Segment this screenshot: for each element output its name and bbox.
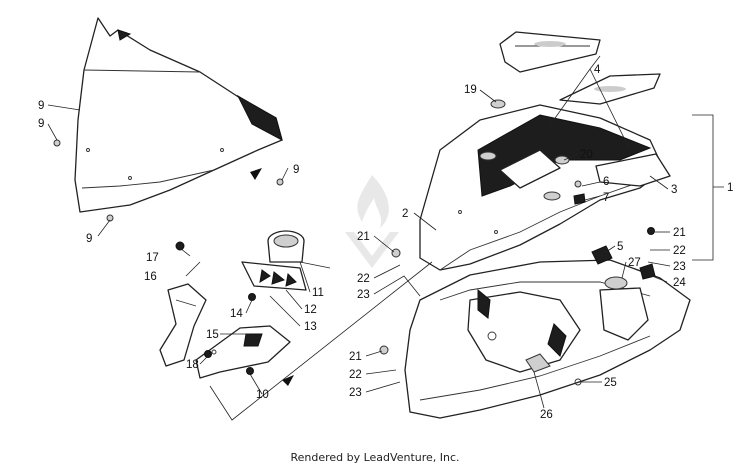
lower-nose-pan <box>404 259 691 419</box>
front-hood <box>419 104 665 271</box>
arrow-indicator <box>282 375 294 386</box>
air-vent-lower <box>559 73 661 105</box>
callout-22-upper: 22 <box>357 273 370 285</box>
leader-lines <box>47 55 671 421</box>
screw-21-upper <box>391 248 401 258</box>
callout-labels: 9 9 9 9 19 4 20 6 3 7 1 2 5 21 22 27 23 … <box>38 64 733 421</box>
group-bracket-1 <box>692 114 724 261</box>
callout-21-upper: 21 <box>357 231 370 243</box>
nut-14 <box>248 293 256 301</box>
callout-4: 4 <box>594 64 601 76</box>
windshield <box>74 17 283 213</box>
callout-23-lower: 23 <box>349 387 362 399</box>
callout-23-right: 23 <box>673 261 686 273</box>
callout-12: 12 <box>304 304 317 316</box>
grommet-27 <box>604 276 628 290</box>
callout-25: 25 <box>604 377 617 389</box>
bracket-24 <box>639 263 656 280</box>
callout-2: 2 <box>402 208 408 220</box>
grommet-19 <box>490 99 506 109</box>
support-bracket <box>195 325 291 379</box>
callout-19: 19 <box>464 84 477 96</box>
callout-10: 10 <box>256 389 269 401</box>
callout-6: 6 <box>603 176 609 188</box>
callout-24: 24 <box>673 277 686 289</box>
callout-8: 9 <box>38 100 44 112</box>
callout-9-b: 9 <box>86 233 92 245</box>
screw-9a <box>53 139 61 147</box>
callout-13: 13 <box>304 321 317 333</box>
footer-credit: Rendered by LeadVenture, Inc. <box>290 451 460 464</box>
callout-5: 5 <box>617 241 623 253</box>
fastener-6 <box>574 180 582 188</box>
air-vent-upper <box>499 31 601 73</box>
speedometer-gauge <box>267 230 305 263</box>
screw-21-right <box>647 227 655 235</box>
callout-9-c: 9 <box>293 164 299 176</box>
callout-22-right: 22 <box>673 245 686 257</box>
callout-17: 17 <box>146 252 159 264</box>
bolt-17 <box>175 241 185 251</box>
callout-21-right: 21 <box>673 227 686 239</box>
callout-18: 18 <box>186 359 199 371</box>
callout-20: 20 <box>580 149 593 161</box>
callout-1: 1 <box>727 182 733 194</box>
flame-logo-icon <box>345 175 399 268</box>
clip-7 <box>573 193 586 205</box>
callout-26: 26 <box>540 409 553 421</box>
grommet-20 <box>554 155 570 165</box>
nut-18 <box>204 350 212 358</box>
callout-7: 7 <box>603 192 609 204</box>
mount-bracket <box>159 283 207 367</box>
nut-10 <box>246 367 254 375</box>
callout-23-upper: 23 <box>357 289 370 301</box>
side-panel <box>595 153 671 187</box>
screw-9b <box>106 214 114 222</box>
callout-14: 14 <box>230 308 243 320</box>
callout-15: 15 <box>206 329 219 341</box>
gauge-bracket <box>241 261 307 291</box>
callout-16: 16 <box>144 271 157 283</box>
callout-27: 27 <box>628 257 641 269</box>
callout-21-lower: 21 <box>349 351 362 363</box>
callout-9-a: 9 <box>38 118 44 130</box>
screw-21-lower <box>379 345 389 355</box>
callout-3: 3 <box>671 184 677 196</box>
screw-9c <box>276 178 284 186</box>
callout-22-lower: 22 <box>349 369 362 381</box>
callout-11: 11 <box>312 287 324 299</box>
switch-5 <box>591 245 613 265</box>
